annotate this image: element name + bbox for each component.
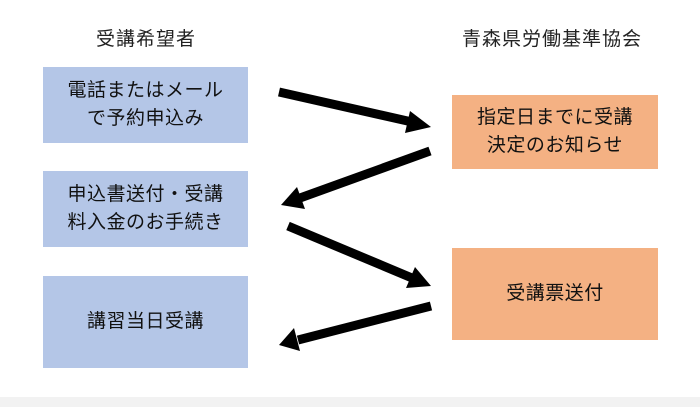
- step-attend-line1: 講習当日受講: [86, 310, 204, 333]
- arrow-notice-to-payment: [281, 146, 432, 209]
- step-reservation-line1: 電話またはメール: [67, 79, 224, 102]
- step-notice-box: 指定日までに受講 決定のお知らせ: [452, 95, 658, 169]
- heading-association: 青森県労働基準協会: [462, 28, 643, 50]
- step-attend-box: 講習当日受講: [43, 276, 248, 368]
- step-payment-line2: 料入金のお手続き: [67, 211, 224, 233]
- arrow-ticket-to-attend: [279, 301, 433, 351]
- step-payment-box: 申込書送付・受講 料入金のお手続き: [43, 171, 248, 247]
- step-ticket-box: 受講票送付: [452, 248, 658, 340]
- step-notice-line2: 決定のお知らせ: [486, 134, 624, 156]
- step-payment-text: 申込書送付・受講 料入金のお手続き: [67, 181, 223, 236]
- step-reservation-text: 電話またはメール で予約申込み: [67, 77, 223, 132]
- step-reservation-box: 電話またはメール で予約申込み: [43, 67, 248, 143]
- bottom-band: [0, 397, 700, 407]
- step-ticket-text: 受講票送付: [506, 280, 604, 308]
- step-reservation-line2: で予約申込み: [86, 107, 204, 129]
- arrow-reservation-to-notice: [278, 87, 431, 133]
- step-payment-line1: 申込書送付・受講: [67, 183, 224, 206]
- step-notice-text: 指定日までに受講 決定のお知らせ: [477, 104, 633, 159]
- step-attend-text: 講習当日受講: [87, 308, 204, 336]
- heading-applicant: 受講希望者: [96, 28, 197, 50]
- arrow-payment-to-ticket: [286, 221, 431, 288]
- step-notice-line1: 指定日までに受講: [476, 106, 633, 129]
- step-ticket-line1: 受講票送付: [506, 282, 604, 305]
